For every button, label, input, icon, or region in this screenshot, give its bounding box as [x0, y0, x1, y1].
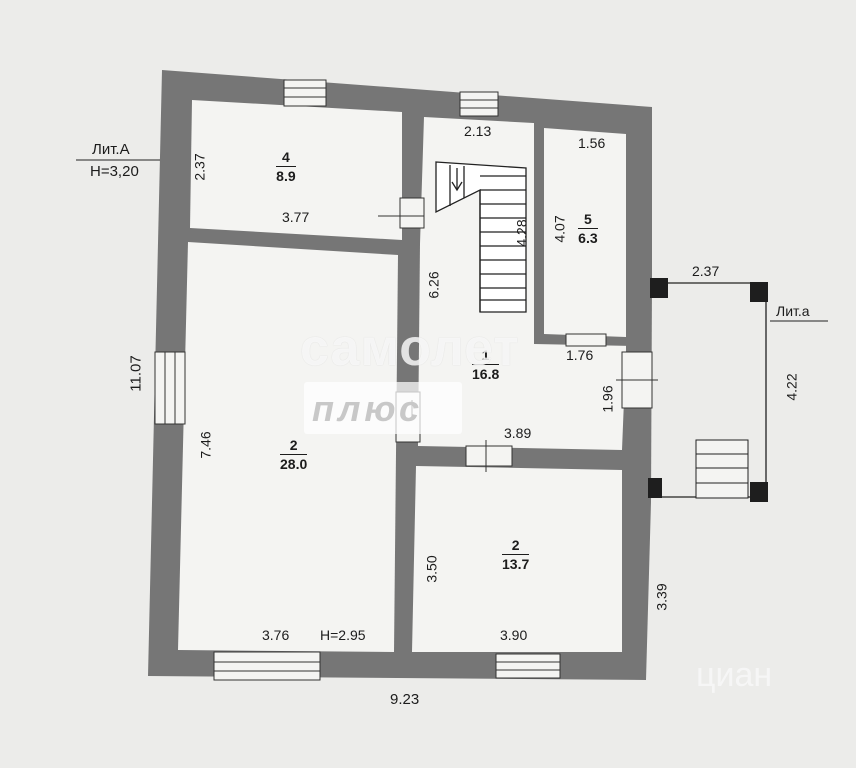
room-area: 8.9 — [276, 167, 296, 184]
window-top-mid — [459, 91, 499, 117]
door-room-2-small — [465, 445, 513, 467]
height-main-label: Н=3,20 — [90, 163, 139, 180]
window-bottom-right — [495, 653, 561, 679]
room-area: 16.8 — [472, 365, 500, 382]
annex-pillar — [648, 478, 662, 498]
dim-1-56: 1.56 — [578, 135, 606, 151]
window-top-left — [283, 79, 327, 107]
room-area: 28.0 — [280, 455, 308, 472]
annex-pillar — [650, 278, 668, 298]
room-number: 5 — [578, 212, 598, 229]
floor-height-label: Н=2.95 — [320, 627, 366, 643]
lit-main-label: Лит.А — [92, 141, 130, 158]
dim-3-39: 3.39 — [653, 583, 670, 611]
room-label-1: 1 16.8 — [472, 348, 500, 382]
dim-1-96: 1.96 — [599, 385, 616, 413]
window-bottom-left — [213, 651, 321, 681]
annex-steps — [695, 439, 749, 499]
room-number: 4 — [276, 150, 296, 167]
room-number: 2 — [502, 538, 530, 555]
dim-3-76: 3.76 — [262, 627, 290, 643]
room-label-2-small: 2 13.7 — [502, 538, 530, 572]
dim-6-26: 6.26 — [425, 271, 442, 299]
watermark-plus: плюс — [312, 388, 424, 429]
stairs — [435, 161, 527, 313]
dim-9-23: 9.23 — [390, 691, 420, 708]
room-2-large-interior — [178, 242, 398, 652]
annex-pillar — [750, 482, 768, 502]
watermark-cian: циан — [696, 656, 773, 694]
room-2-small-interior — [412, 466, 622, 652]
dim-3-50: 3.50 — [423, 555, 440, 583]
room-number: 1 — [472, 348, 500, 365]
dim-3-77: 3.77 — [282, 209, 310, 225]
dim-4-28: 4.28 — [513, 219, 530, 247]
room-area: 13.7 — [502, 555, 530, 572]
watermark-plus-box: плюс — [304, 382, 462, 434]
dim-3-89: 3.89 — [504, 425, 532, 441]
door-room-4 — [399, 197, 425, 229]
dim-7-46: 7.46 — [197, 431, 214, 459]
annex-pillar — [750, 282, 768, 302]
dim-4-07: 4.07 — [551, 215, 568, 243]
dim-11-07: 11.07 — [127, 355, 145, 392]
dim-1-76: 1.76 — [566, 347, 594, 363]
room-label-5: 5 6.3 — [578, 212, 598, 245]
room-5-interior — [544, 128, 626, 337]
room-label-2-large: 2 28.0 — [280, 438, 308, 472]
lit-annex-label: Лит.а — [776, 303, 810, 319]
dim-2-37-annex: 2.37 — [692, 263, 720, 279]
dim-2-37-left: 2.37 — [191, 153, 208, 181]
room-label-4: 4 8.9 — [276, 150, 296, 183]
dim-4-22: 4.22 — [783, 373, 800, 401]
room-area: 6.3 — [578, 229, 598, 246]
windows — [154, 79, 561, 681]
dim-2-13: 2.13 — [464, 123, 492, 139]
window-left — [154, 351, 186, 425]
room-4-interior — [190, 100, 402, 240]
dim-3-90: 3.90 — [500, 627, 528, 643]
door-room-5 — [565, 333, 607, 347]
watermark-samolet: самолет — [300, 319, 520, 377]
room-number: 2 — [280, 438, 308, 455]
annex — [648, 278, 828, 502]
